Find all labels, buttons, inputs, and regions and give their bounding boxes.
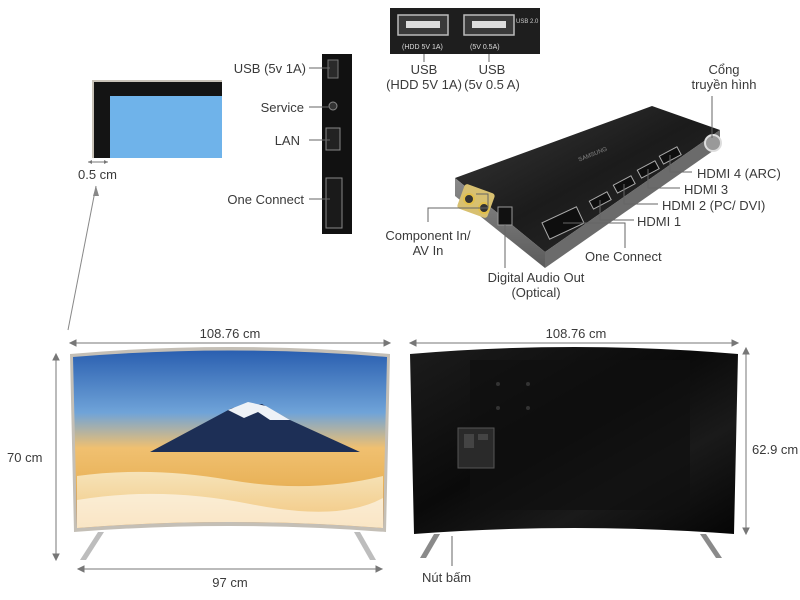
button-label: Nút bấm (422, 570, 472, 585)
bezel-corner-image (88, 80, 222, 164)
hdmi4-label: HDMI 4 (ARC) (697, 166, 781, 181)
back-width-label: 108.76 cm (545, 326, 607, 341)
plate-usb2-text: (5V 0.5A) (470, 44, 500, 51)
component-av-line2: AV In (412, 243, 444, 258)
top-usb2-line1: USB (478, 62, 506, 77)
side-port-strip (309, 54, 352, 234)
antenna-port-line2: truyền hình (691, 77, 757, 92)
side-one-connect-label: One Connect (227, 192, 304, 207)
one-connect-box (427, 96, 722, 268)
top-usb2-line2: (5v 0.5 A) (464, 77, 520, 92)
top-usb1-label: USB (HDD 5V 1A) (376, 62, 472, 92)
tv-front-image (70, 347, 390, 560)
back-height-label: 62.9 cm (752, 442, 799, 457)
component-av-line1: Component In/ (385, 228, 471, 243)
front-height-label: 70 cm (7, 450, 43, 465)
side-lan-label: LAN (274, 133, 300, 148)
hdmi1-label: HDMI 1 (637, 214, 682, 229)
digital-audio-line1: Digital Audio Out (487, 270, 585, 285)
box-one-connect-label: One Connect (585, 249, 662, 264)
top-usb2-label: USB (5v 0.5 A) (456, 62, 528, 92)
top-usb1-line2: (HDD 5V 1A) (386, 77, 462, 92)
digital-audio-line2: (Optical) (511, 285, 561, 300)
usb-port-plate (390, 8, 540, 62)
stand-width-label: 97 cm (212, 575, 248, 590)
bezel-thickness-label: 0.5 cm (78, 167, 118, 182)
plate-usb-version-text: USB 2.0 (516, 19, 539, 25)
top-usb1-line1: USB (410, 62, 438, 77)
antenna-port-line1: Cổng (708, 62, 740, 77)
side-usb-label: USB (5v 1A) (233, 61, 306, 76)
side-service-label: Service (260, 100, 304, 115)
component-av-label: Component In/ AV In (372, 228, 484, 258)
digital-audio-label: Digital Audio Out (Optical) (474, 270, 598, 300)
dimension-lines (52, 339, 750, 573)
hdmi2-label: HDMI 2 (PC/ DVI) (662, 198, 766, 213)
hdmi3-label: HDMI 3 (684, 182, 729, 197)
front-width-label: 108.76 cm (199, 326, 261, 341)
plate-usb1-text: (HDD 5V 1A) (402, 44, 443, 51)
tv-back-image (410, 347, 738, 566)
antenna-port-label: Cổng truyền hình (672, 62, 776, 92)
